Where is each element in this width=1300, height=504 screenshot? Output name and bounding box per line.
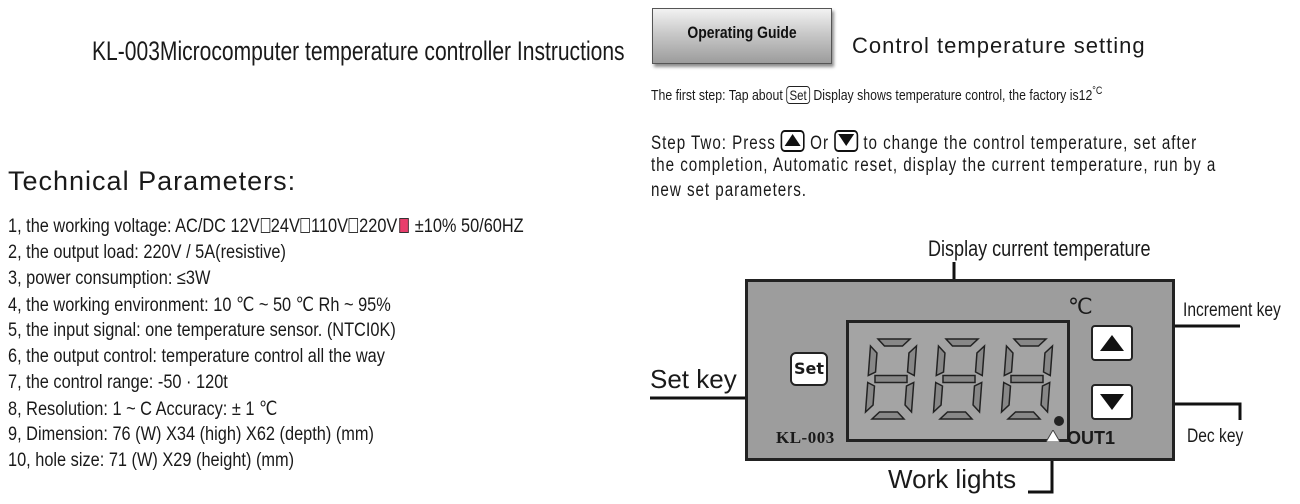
param-working-voltage: 1, the working voltage: AC/DC 12V 24V 110V…	[8, 216, 524, 238]
segment-b	[974, 344, 986, 377]
param-output-load: 2, the output load: 220V / 5A(resistive)	[8, 242, 286, 263]
decimal-point	[1054, 416, 1064, 426]
segment-c	[1040, 381, 1051, 414]
param-resolution: 8, Resolution: 1 ~ C Accuracy: ± 1 ℃	[8, 399, 278, 420]
degree-celsius-symbol: ℃	[1068, 294, 1093, 319]
step2-mid: Or	[804, 133, 835, 154]
param-input-signal: 5, the input signal: one temperature sen…	[8, 320, 396, 341]
work-lights-label: Work lights	[888, 464, 1017, 494]
segment-c	[904, 381, 915, 414]
step-one-text: The first step: Tap about Set Display sh…	[651, 85, 1102, 104]
up-arrow-icon	[1100, 335, 1124, 351]
segment-c	[972, 381, 983, 414]
segment-d	[870, 411, 906, 420]
segment-e	[932, 381, 944, 414]
param-output-control: 6, the output control: temperature contr…	[8, 346, 385, 367]
segment-a	[944, 338, 980, 347]
segment-g	[874, 374, 908, 384]
segment-a	[876, 338, 912, 347]
technical-parameters-heading: Technical Parameters:	[8, 166, 297, 196]
param-power-consumption: 3, power consumption: ≤3W	[8, 268, 211, 289]
checkbox-icon	[300, 218, 311, 233]
dec-key-label: Dec key	[1187, 426, 1244, 447]
segment-g	[942, 374, 976, 384]
display-current-temperature-label: Display current temperature	[928, 236, 1151, 261]
param-control-range: 7, the control range: -50 · 120t	[8, 372, 228, 393]
param-working-environment: 4, the working environment: 10 ℃ ~ 50 ℃ …	[8, 295, 391, 316]
seven-segment-digits	[864, 338, 1064, 426]
checkbox-icon	[348, 218, 359, 233]
step1-post: Display shows temperature control, the f…	[809, 87, 1093, 104]
segment-b	[1042, 344, 1054, 377]
operating-guide-button[interactable]: Operating Guide	[652, 8, 832, 64]
work-light-indicator-icon	[1046, 430, 1060, 442]
param-option: 110V	[311, 216, 348, 237]
down-arrow-icon	[1100, 394, 1124, 410]
segment-a	[1012, 338, 1048, 347]
temperature-display	[846, 320, 1070, 442]
out1-label: OUT1	[1067, 428, 1116, 448]
param-tail: ±10% 50/60HZ	[410, 216, 524, 237]
down-arrow-icon	[834, 130, 859, 152]
segment-d	[1006, 411, 1042, 420]
step1-pre: The first step: Tap about	[651, 87, 787, 104]
param-option: 24V	[270, 216, 300, 237]
up-arrow-icon	[780, 130, 805, 152]
segment-b	[906, 344, 918, 377]
segment-f	[1003, 344, 1014, 377]
step-two-line-3: new set parameters.	[651, 180, 807, 201]
set-key-label: Set key	[650, 364, 737, 394]
control-temperature-heading: Control temperature setting	[852, 33, 1146, 58]
segment-g	[1010, 374, 1044, 384]
param-dimension: 9, Dimension: 76 (W) X34 (high) X62 (dep…	[8, 424, 374, 445]
set-key-button[interactable]: Set	[790, 352, 828, 386]
operating-guide-label: Operating Guide	[687, 23, 797, 42]
segment-e	[864, 381, 876, 414]
step-two-line-1: Step Two: Press Or to change the control…	[651, 130, 1197, 155]
param-text: 1, the working voltage: AC/DC 12V	[8, 216, 260, 237]
segment-d	[938, 411, 974, 420]
checkbox-icon	[260, 218, 270, 233]
decrement-key-button[interactable]	[1091, 384, 1133, 420]
segment-e	[1000, 381, 1012, 414]
step-two-line-2: the completion, Automatic reset, display…	[651, 155, 1217, 176]
model-label: KL-003	[776, 428, 835, 447]
step2-pre: Step Two: Press	[651, 133, 781, 154]
increment-key-button[interactable]	[1091, 325, 1133, 361]
increment-key-label: Increment key	[1183, 300, 1281, 321]
param-option: 220V	[359, 216, 398, 237]
segment-f	[867, 344, 878, 377]
set-key-inline: Set	[786, 86, 810, 104]
step1-unit: °C	[1092, 85, 1103, 97]
selected-checkbox-icon	[399, 218, 409, 233]
step2-post: to change the control temperature, set a…	[858, 133, 1198, 154]
param-hole-size: 10, hole size: 71 (W) X29 (height) (mm)	[8, 450, 295, 471]
segment-f	[935, 344, 946, 377]
document-title: KL-003Microcomputer temperature controll…	[92, 36, 625, 66]
